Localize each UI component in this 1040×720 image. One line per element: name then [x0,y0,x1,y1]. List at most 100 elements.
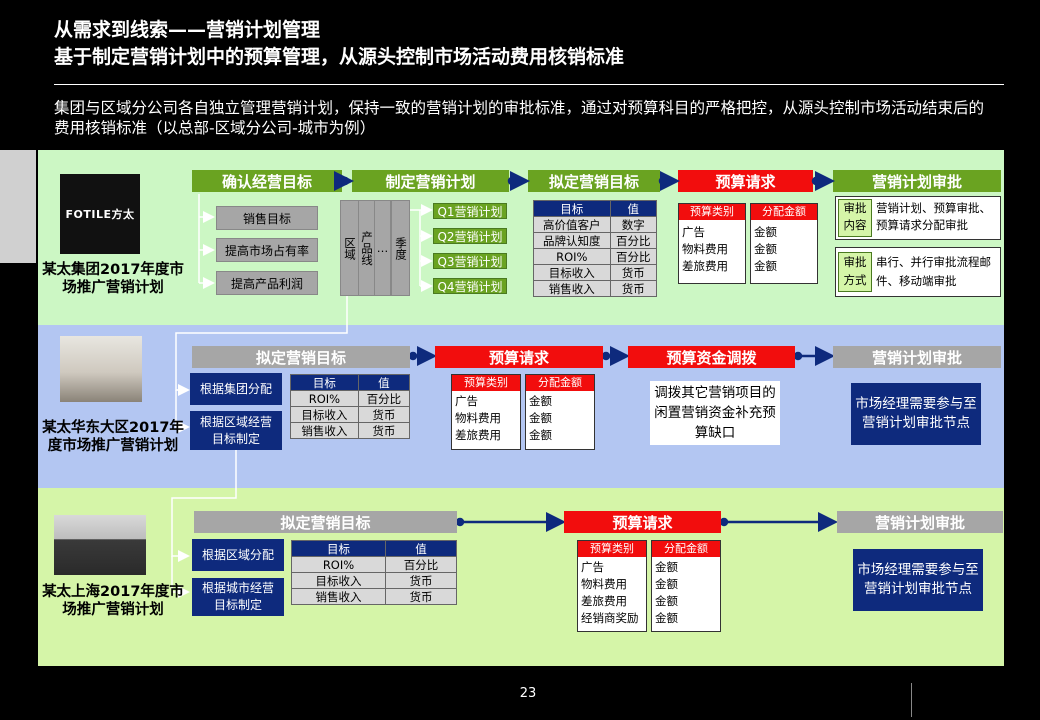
quarter-plan-q1: Q1营销计划 [433,203,507,219]
dim-product-line-text: 产品线 [360,231,373,266]
region-target-table: 目标值 ROI%百分比 目标收入货币 销售收入货币 [290,374,410,439]
city-store-photo-image [54,515,146,575]
region-source-group: 根据集团分配 [190,373,282,405]
budget-amt: 金额 [751,224,817,241]
table-cell: ROI% [534,249,611,265]
table-header: 值 [386,541,457,557]
goal-sales: 销售目标 [216,206,318,230]
budget-cat: 广告 [679,224,745,241]
budget-cat: 经销商奖励 [578,610,646,627]
table-cell: 目标收入 [292,573,386,589]
table-cell: 货币 [386,589,457,605]
store-photo-image [60,336,142,402]
region-approval-note: 市场经理需要参与至营销计划审批节点 [851,383,981,445]
budget-amt: 金额 [526,427,594,444]
budget-cat-header: 预算类别 [452,375,520,391]
region-stage-budget-request: 预算请求 [435,346,603,368]
table-header: 值 [358,375,409,391]
quarter-plan-q3: Q3营销计划 [433,253,507,269]
table-cell: 销售收入 [292,589,386,605]
table-cell: 货币 [610,265,656,281]
group-target-table: 目标值 高价值客户数字 品牌认知度百分比 ROI%百分比 目标收入货币 销售收入… [533,200,657,297]
quarter-plan-q4: Q4营销计划 [433,278,507,294]
approval-method: 审批方式 串行、并行审批流程邮件、移动端审批 [835,247,1001,297]
city-stage-budget-request: 预算请求 [564,511,721,533]
city-stage-draft-target: 拟定营销目标 [194,511,457,533]
budget-amt: 金额 [526,410,594,427]
table-cell: 数字 [610,217,656,233]
region-source-own: 根据区域经营目标制定 [190,411,282,450]
budget-cat-header: 预算类别 [679,204,745,220]
footer-divider [911,683,912,717]
table-cell: 目标收入 [534,265,611,281]
budget-cat: 物料费用 [679,241,745,258]
dim-region: 区域 [340,200,359,296]
table-cell: 货币 [358,423,409,439]
table-cell: 目标收入 [291,407,359,423]
budget-cat-header: 预算类别 [578,541,646,557]
city-plan-name: 某太上海2017年度市场推广营销计划 [38,583,188,619]
table-cell: 货币 [386,573,457,589]
table-cell: 销售收入 [534,281,611,297]
table-cell: 品牌认知度 [534,233,611,249]
approval-content-label: 审批内容 [838,199,872,237]
city-approval-note: 市场经理需要参与至营销计划审批节点 [853,549,983,611]
city-target-table: 目标值 ROI%百分比 目标收入货币 销售收入货币 [291,540,457,605]
group-budget-amounts: 分配金额 金额 金额 金额 [750,203,818,284]
dim-ellipsis-text: … [377,241,389,255]
goal-profit: 提高产品利润 [216,271,318,295]
region-budget-categories: 预算类别 广告 物料费用 差旅费用 [451,374,521,450]
budget-cat: 差旅费用 [452,427,520,444]
table-cell: 货币 [358,407,409,423]
dim-ellipsis: … [374,200,391,296]
approval-content-text: 营销计划、预算审批、预算请求分配审批 [876,200,1000,234]
page-number: 23 [508,686,548,701]
budget-amt: 金额 [751,241,817,258]
goal-market-share: 提高市场占有率 [216,238,318,262]
budget-amt: 金额 [526,393,594,410]
budget-amt-header: 分配金额 [751,204,817,220]
budget-amt-header: 分配金额 [526,375,594,391]
table-cell: 高价值客户 [534,217,611,233]
budget-amt: 金额 [652,610,720,627]
table-cell: 百分比 [610,249,656,265]
dim-quarter: 季度 [391,200,410,296]
table-cell: 百分比 [610,233,656,249]
budget-cat: 差旅费用 [578,593,646,610]
quarter-plan-q2: Q2营销计划 [433,228,507,244]
budget-cat: 物料费用 [452,410,520,427]
region-budget-amounts: 分配金额 金额 金额 金额 [525,374,595,450]
table-cell: 百分比 [386,557,457,573]
table-header: 目标 [291,375,359,391]
city-source-own: 根据城市经营目标制定 [192,578,284,616]
dim-region-text: 区域 [343,237,356,260]
table-cell: 百分比 [358,391,409,407]
region-plan-name: 某太华东大区2017年度市场推广营销计划 [38,419,188,455]
table-cell: ROI% [291,391,359,407]
table-header: 值 [610,201,656,217]
budget-cat: 广告 [452,393,520,410]
dim-product-line: 产品线 [358,200,375,296]
city-budget-categories: 预算类别 广告 物料费用 差旅费用 经销商奖励 [577,540,647,632]
table-header: 目标 [292,541,386,557]
budget-amt: 金额 [652,593,720,610]
region-stage-draft-target: 拟定营销目标 [192,346,410,368]
region-stage-fund-transfer: 预算资金调拨 [628,346,795,368]
city-budget-amounts: 分配金额 金额 金额 金额 金额 [651,540,721,632]
budget-amt-header: 分配金额 [652,541,720,557]
budget-amt: 金额 [652,576,720,593]
dim-quarter-text: 季度 [394,237,407,260]
table-cell: 销售收入 [291,423,359,439]
table-cell: ROI% [292,557,386,573]
approval-method-label: 审批方式 [838,252,872,292]
budget-cat: 广告 [578,559,646,576]
budget-cat: 物料费用 [578,576,646,593]
budget-amt: 金额 [751,258,817,275]
approval-method-text: 串行、并行审批流程邮件、移动端审批 [876,253,1000,291]
group-budget-categories: 预算类别 广告 物料费用 差旅费用 [678,203,746,284]
table-cell: 货币 [610,281,656,297]
budget-amt: 金额 [652,559,720,576]
region-stage-plan-approval: 营销计划审批 [833,346,1001,368]
budget-cat: 差旅费用 [679,258,745,275]
region-transfer-note: 调拨其它营销项目的闲置营销资金补充预算缺口 [650,381,780,445]
